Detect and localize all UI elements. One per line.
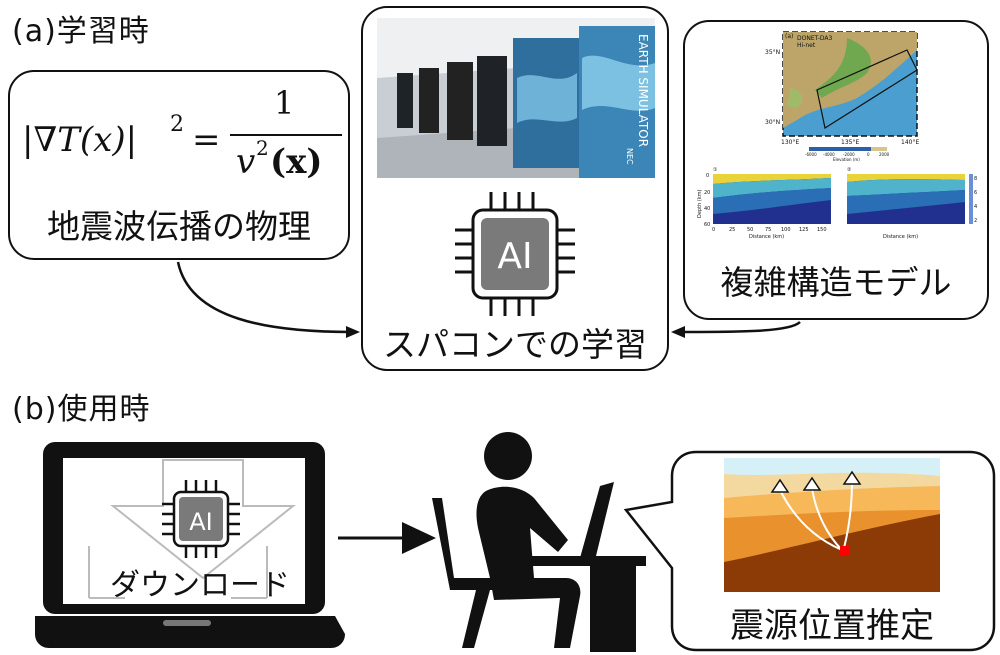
ray-3 [843, 481, 853, 549]
cbar-tick-1: -6000 [805, 152, 817, 157]
dist-tick-100: 100 [781, 227, 791, 233]
section-2-label: ② [847, 167, 852, 173]
cbar-tick-5: 2000 [879, 152, 890, 157]
download-caption: ダウンロード [110, 568, 290, 603]
cbar-tick-3: -2000 [843, 152, 855, 157]
model-to-training-arrow [678, 321, 801, 334]
section-depth-label: Depth (km) [697, 189, 703, 218]
cbar-tick-2: -4000 [823, 152, 835, 157]
ray-2 [811, 487, 843, 551]
right-arrow-icon [338, 522, 436, 554]
photo-brand: NEC [625, 148, 634, 165]
map-legend-2: Hi-net [797, 42, 816, 49]
section-b-label: (b)使用時 [12, 392, 151, 427]
arrowhead-right [671, 326, 685, 338]
dist-tick-125: 125 [799, 227, 809, 233]
dist-tick-50: 50 [747, 227, 753, 233]
vs-tick-4: 4 [974, 204, 977, 210]
equation-equals: = [192, 120, 221, 160]
section-a-label: (a)学習時 [12, 14, 150, 49]
ray-1 [779, 489, 843, 551]
physics-to-training-arrow [176, 261, 353, 334]
eikonal-equation: |∇T(x)| 2 = 1 v 2 (x) [22, 84, 342, 190]
laptop-chip-label: AI [189, 508, 213, 536]
supercomputer-box: EARTH SIMULATOR NEC AI スパコンでの学習 [361, 6, 669, 371]
ai-chip-icon: AI [455, 192, 575, 316]
section-2-distance-label: Distance (km) [883, 234, 918, 240]
dist-tick-25: 25 [729, 227, 735, 233]
equation-lhs: |∇T(x)| [22, 120, 138, 160]
station-1-icon [770, 478, 790, 493]
station-2-icon [802, 476, 822, 491]
dist-tick-75: 75 [765, 227, 771, 233]
station-3-icon [842, 470, 862, 485]
map-lat-30: 30°N [765, 119, 780, 126]
dist-tick-150: 150 [817, 227, 827, 233]
equation-denominator-exponent: 2 [256, 136, 269, 160]
fraction-bar [230, 134, 342, 136]
physics-caption: 地震波伝播の物理 [47, 207, 311, 246]
map-legend-1: DONET-DA3 [797, 35, 833, 42]
model-figure: (a) DONET-DA3 Hi-net 35°N 30°N 130°E 135… [697, 31, 977, 240]
depth-tick-40: 40 [704, 206, 710, 212]
model-box: (a) DONET-DA3 Hi-net 35°N 30°N 130°E 135… [683, 20, 989, 320]
user-at-desk-icon [432, 432, 646, 652]
equation-denominator-base: v [236, 142, 256, 182]
map-colorbar-land [871, 147, 887, 151]
arrowhead-left [346, 326, 360, 338]
map-panel-label: (a) [785, 33, 793, 40]
chip-label: AI [497, 236, 532, 277]
model-caption: 複雑構造モデル [720, 263, 952, 302]
section-1-distance-label: Distance (km) [749, 234, 784, 240]
vs-tick-2: 2 [974, 218, 977, 224]
map-lon-130: 130°E [781, 139, 799, 146]
equation-numerator: 1 [274, 84, 295, 122]
physics-box: |∇T(x)| 2 = 1 v 2 (x) 地震波伝播の物理 [8, 70, 350, 260]
vs-tick-8: 8 [974, 176, 977, 182]
depth-tick-0: 0 [706, 173, 709, 179]
hypocenter-caption: 震源位置推定 [730, 606, 934, 646]
map-lon-135: 135°E [841, 139, 859, 146]
section-colorbar [969, 174, 973, 224]
vs-tick-6: 6 [974, 190, 977, 196]
equation-denominator-arg: (x) [270, 142, 323, 182]
model-region [816, 49, 918, 129]
cbar-tick-4: 0 [867, 152, 870, 157]
laptop-ai-chip-icon: AI [162, 480, 240, 558]
section-1-label: ① [713, 167, 718, 173]
photo-text: EARTH SIMULATOR [636, 34, 650, 147]
map-colorbar-label: Elevation (m) [833, 157, 860, 162]
map-lon-140: 140°E [901, 139, 919, 146]
hypocenter-diagram [724, 458, 940, 592]
equation-lhs-exponent: 2 [170, 112, 184, 137]
supercomputer-caption: スパコンでの学習 [383, 325, 647, 364]
hypocenter-marker [840, 546, 849, 555]
map-colorbar-ocean [809, 147, 871, 151]
dist-tick-0: 0 [712, 227, 715, 233]
depth-tick-60: 60 [704, 222, 710, 228]
map-lat-35: 35°N [765, 49, 780, 56]
depth-tick-20: 20 [704, 190, 710, 196]
supercomputer-photo: EARTH SIMULATOR NEC [377, 18, 655, 178]
